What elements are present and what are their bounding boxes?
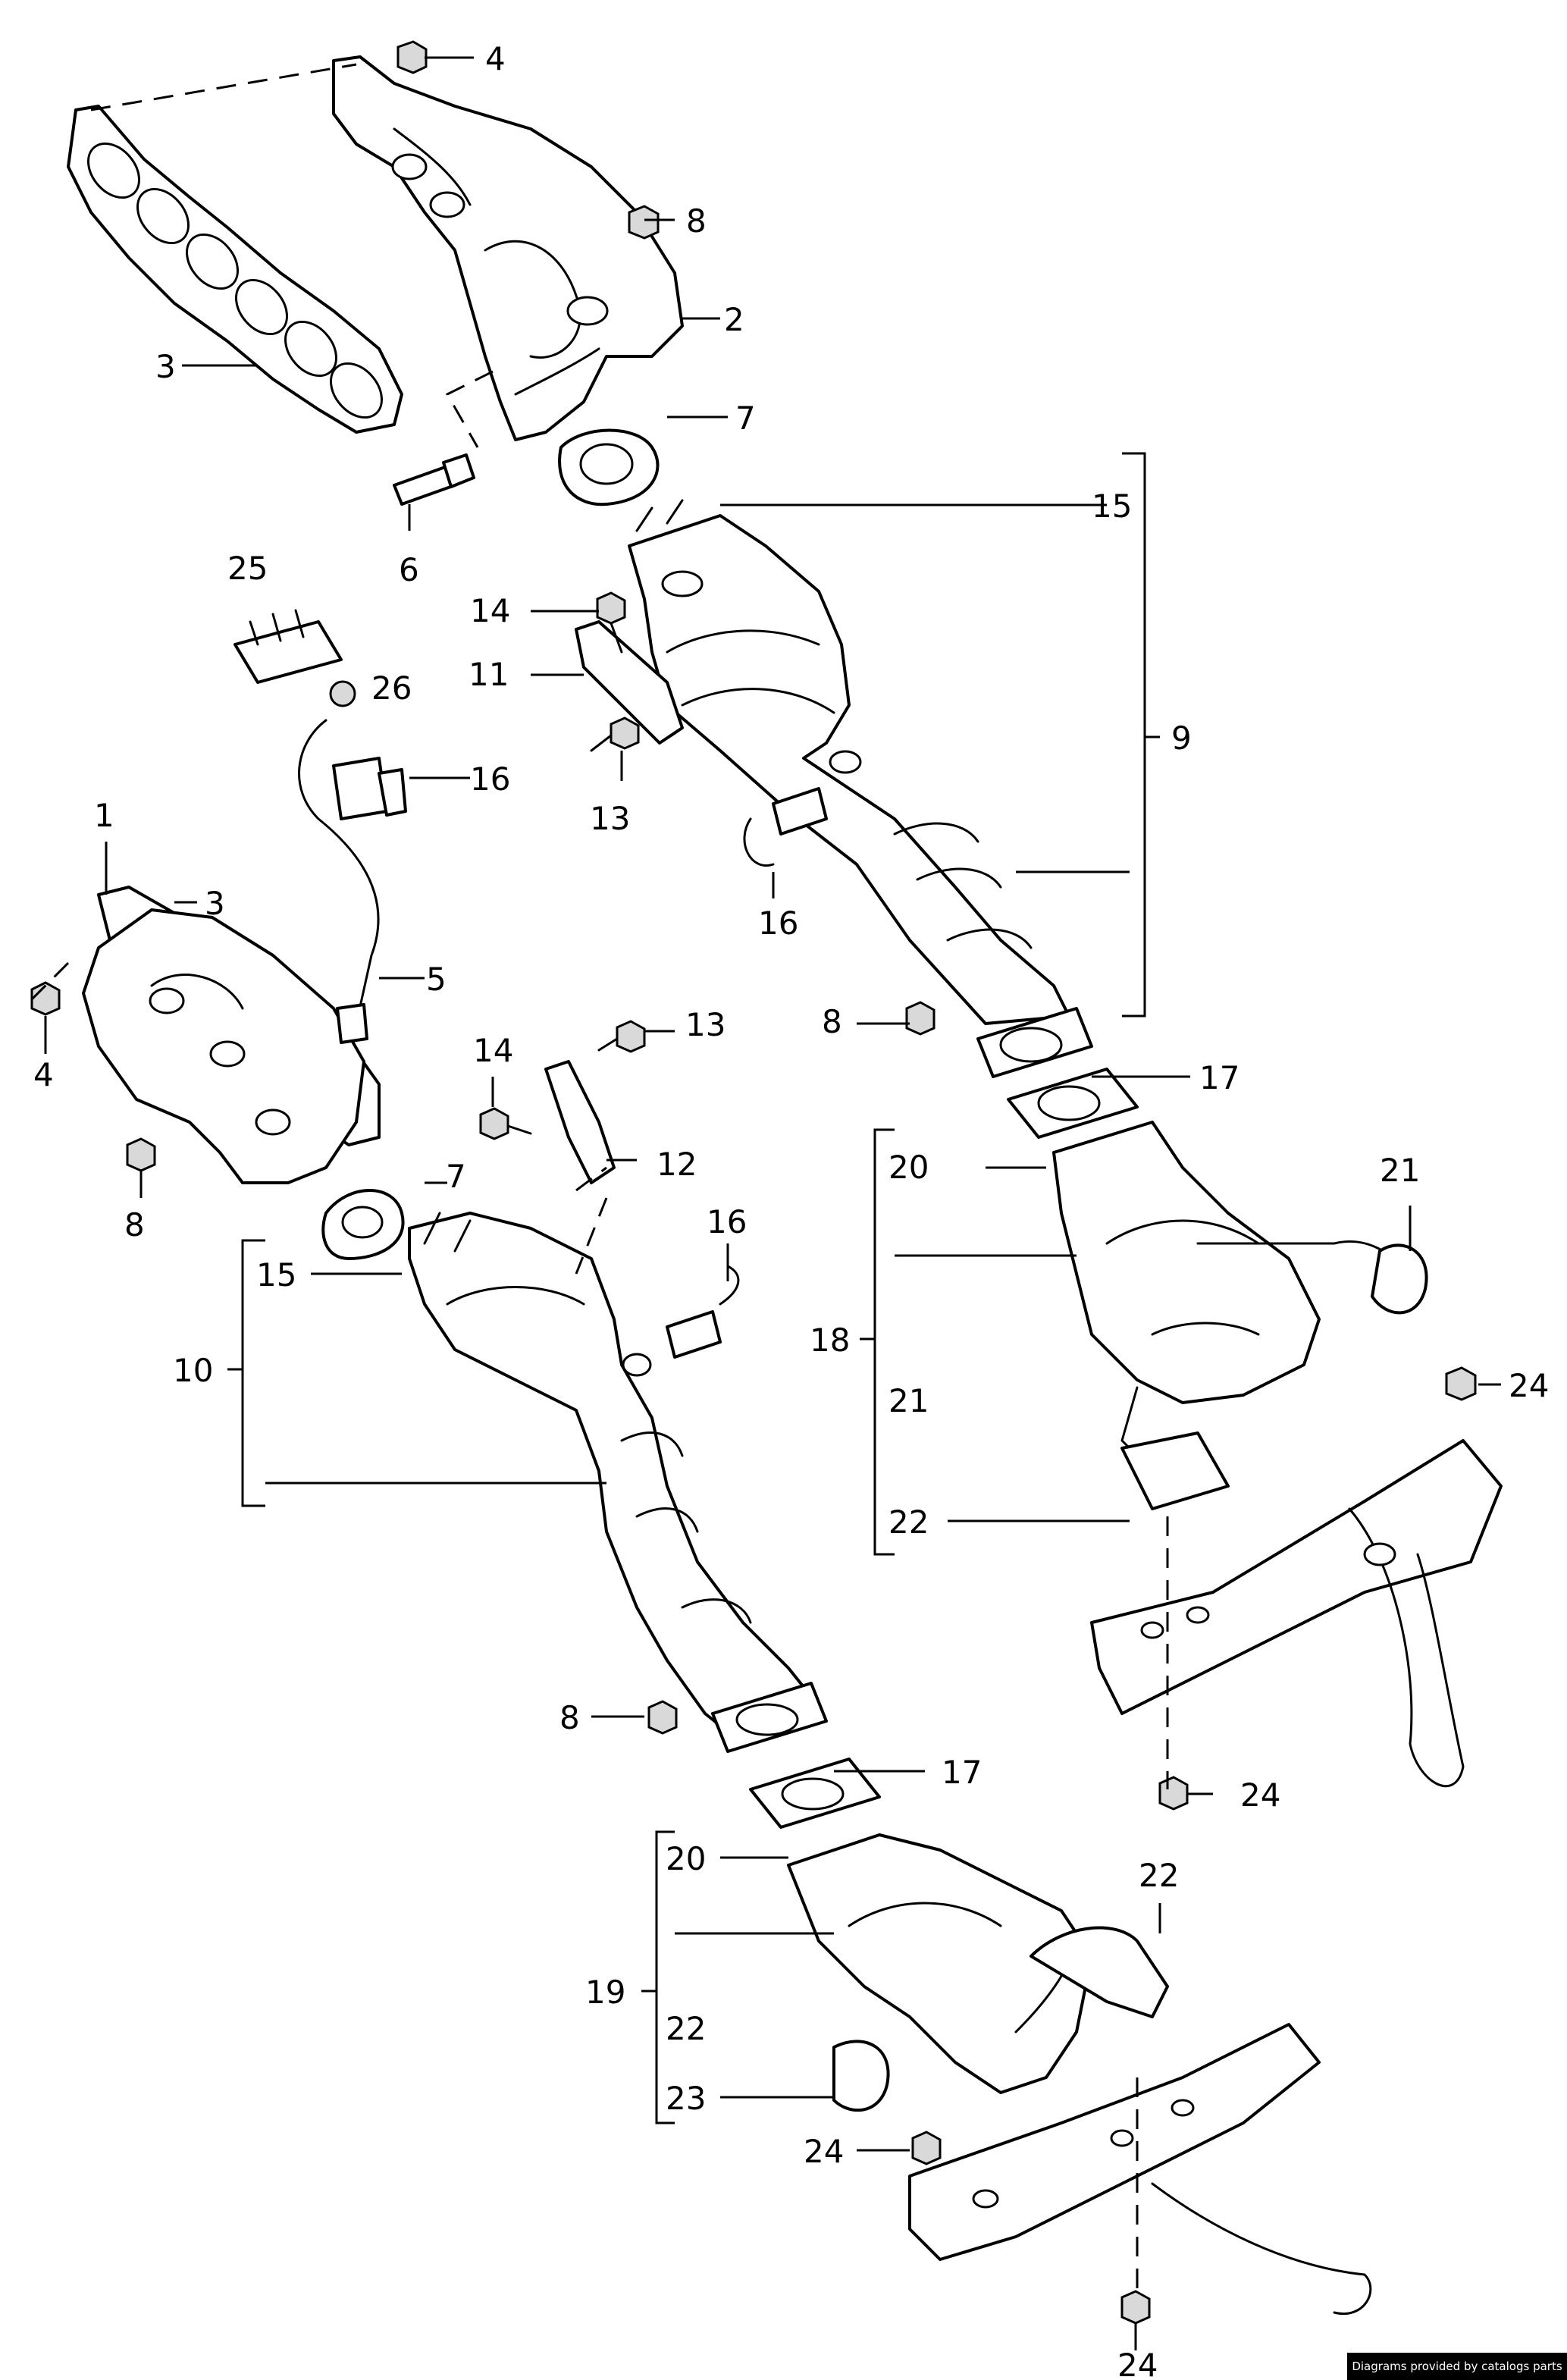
callout-24-c: 24 [804, 2133, 844, 2170]
callout-20-top: 20 [888, 1149, 929, 1186]
callout-15-top: 15 [1092, 488, 1132, 525]
callout-21-right: 21 [1380, 1152, 1420, 1189]
callout-3-lower: 3 [205, 885, 225, 922]
callout-23: 23 [666, 2080, 706, 2117]
callout-15-lower: 15 [256, 1256, 296, 1293]
nut-upper [396, 40, 428, 74]
bracket-12 [544, 1060, 616, 1184]
catalytic-converter-lower [408, 1212, 820, 1745]
bolt-13-upper [590, 717, 640, 752]
clip-26 [329, 680, 356, 707]
connector-25 [233, 609, 343, 684]
bolt-24-d [1120, 2290, 1151, 2325]
callout-17-top: 17 [1199, 1059, 1239, 1096]
callout-13-top: 13 [590, 800, 630, 837]
callout-11: 11 [469, 656, 509, 693]
callout-26: 26 [371, 669, 412, 707]
callout-20-lower: 20 [666, 1840, 706, 1877]
flange-gasket-lower [321, 1189, 405, 1260]
flange-gasket-upper [558, 428, 660, 506]
callout-2: 2 [724, 301, 744, 338]
bracket-11 [575, 620, 684, 745]
callout-3-top: 3 [155, 348, 176, 385]
bolt-14-lower [479, 1107, 532, 1140]
callout-18: 18 [810, 1322, 850, 1359]
bolt-14-upper [596, 591, 626, 654]
callout-7-lower: 7 [446, 1158, 466, 1195]
crossmember-lower [908, 2023, 1372, 2316]
callout-24-d: 24 [1117, 2347, 1158, 2380]
callout-9: 9 [1171, 720, 1192, 757]
nut-8-right [905, 1001, 935, 1036]
callout-1: 1 [94, 797, 114, 834]
callout-7-top: 7 [735, 400, 756, 437]
nut-8-bottom [647, 1700, 678, 1735]
callout-labels: 4 8 2 3 7 15 6 25 14 11 26 9 16 13 16 1 … [33, 40, 1549, 2380]
callout-24-b: 24 [1240, 1776, 1280, 1814]
crossmember-upper [1090, 1439, 1503, 1788]
callout-19: 19 [585, 1974, 625, 2011]
flange-gasket-17-upper [976, 1007, 1139, 1139]
callout-5: 5 [426, 961, 447, 998]
callout-22-lower: 22 [666, 2010, 706, 2047]
callout-13-lower: 13 [685, 1006, 726, 1043]
credit-banner: Diagrams provided by catalogs parts [1347, 2353, 1567, 2380]
callout-8-top: 8 [686, 202, 707, 240]
callout-16-top: 16 [470, 760, 510, 798]
callout-6: 6 [399, 551, 419, 588]
oxygen-sensor-16-lower [666, 1265, 740, 1359]
rear-converter-upper [1052, 1121, 1428, 1510]
callout-8-right: 8 [822, 1003, 842, 1040]
callout-14-lower: 14 [473, 1032, 513, 1069]
leader-lines [44, 56, 1501, 2350]
callout-25: 25 [227, 550, 268, 587]
exhaust-manifold-upper [332, 55, 684, 441]
stud-6 [393, 453, 475, 506]
nut-8-lower [126, 1137, 156, 1172]
callout-16-mid: 16 [758, 905, 798, 942]
callout-17-lower: 17 [942, 1754, 982, 1791]
callout-22-right: 22 [1139, 1857, 1179, 1894]
bolt-24-c [911, 2131, 942, 2165]
callout-8-lower: 8 [124, 1206, 145, 1243]
catalytic-converter-upper [628, 499, 1070, 1025]
bolt-13-lower [597, 1020, 646, 1053]
bolt-24-b [1158, 1776, 1189, 1811]
callout-4-top: 4 [485, 40, 506, 77]
manifold-gasket-upper [67, 105, 403, 434]
flange-gasket-17-lower [711, 1682, 881, 1829]
nut-lower [30, 981, 61, 1016]
assembly-lines [29, 63, 1169, 2290]
callout-4-lower: 4 [33, 1056, 54, 1093]
callout-24-a: 24 [1509, 1367, 1549, 1404]
callout-10: 10 [173, 1352, 213, 1389]
exhaust-manifold-lower [82, 908, 365, 1184]
callout-12: 12 [657, 1146, 697, 1183]
callout-16-lower: 16 [707, 1203, 747, 1240]
callout-22-top: 22 [888, 1504, 929, 1541]
oxygen-sensor-wiring [298, 719, 407, 1044]
rear-converter-lower [787, 1833, 1169, 2112]
bolt-24-a [1445, 1366, 1477, 1401]
callout-8-bottom: 8 [559, 1699, 580, 1736]
callout-21-mid: 21 [888, 1382, 929, 1419]
callout-14-top: 14 [470, 592, 510, 629]
nut-8-upper [628, 205, 660, 240]
oxygen-sensor-16-upper [743, 787, 828, 867]
